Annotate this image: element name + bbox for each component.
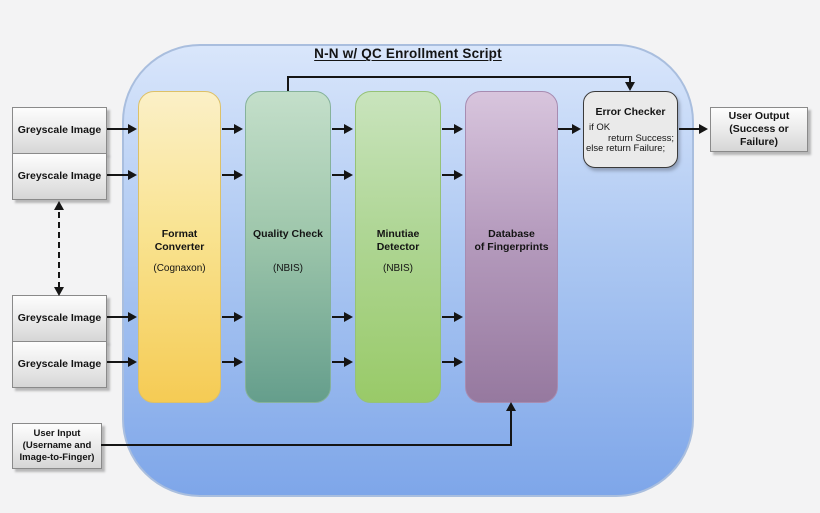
user-output-text: User Output (Success or Failure) <box>711 110 807 149</box>
arrow-head-right-icon <box>344 312 353 322</box>
error-checker-line3: else return Failure; <box>586 143 666 155</box>
database-column: Database of Fingerprints <box>465 91 558 403</box>
arrow-head-right-icon <box>699 124 708 134</box>
arrow-head-right-icon <box>454 124 463 134</box>
error-checker-code: if OK return Success; else return Failur… <box>584 122 677 155</box>
user-output-box: User Output (Success or Failure) <box>710 107 808 152</box>
arrow-line <box>442 361 455 363</box>
minutiae-detector-label: Minutiae Detector <box>356 228 440 254</box>
arrow-head-right-icon <box>128 357 137 367</box>
column-name: Quality Check <box>252 228 324 240</box>
arrow-line <box>442 316 455 318</box>
column-name: Format Converter <box>154 228 205 254</box>
diagram-title: N-N w/ QC Enrollment Script <box>314 46 502 61</box>
column-name-line2: of Fingerprints <box>474 241 549 254</box>
greyscale-image-box-1: Greyscale Image <box>12 107 107 154</box>
arrow-head-right-icon <box>344 170 353 180</box>
arrow-line <box>222 174 235 176</box>
arrow-line <box>222 316 235 318</box>
error-checker-line1: if OK <box>589 122 611 133</box>
arrow-head-right-icon <box>234 312 243 322</box>
feedback-line-up <box>287 77 289 91</box>
format-converter-sublabel: (Cognaxon) <box>153 263 206 274</box>
arrow-line <box>107 316 129 318</box>
greyscale-image-box-4: Greyscale Image <box>12 341 107 388</box>
arrow-line <box>332 128 345 130</box>
arrow-line <box>107 174 129 176</box>
user-input-line1: User Input <box>33 428 81 440</box>
arrow-head-right-icon <box>234 124 243 134</box>
user-input-line-up <box>510 411 512 446</box>
arrow-head-right-icon <box>454 312 463 322</box>
arrow-head-right-icon <box>454 357 463 367</box>
arrow-line <box>679 128 700 130</box>
user-input-box: User Input (Username and Image-to-Finger… <box>12 423 102 469</box>
arrow-line <box>107 361 129 363</box>
user-output-line2: (Success or Failure) <box>729 122 789 149</box>
quality-check-column: Quality Check (NBIS) <box>245 91 331 403</box>
arrow-line <box>442 128 455 130</box>
dashed-connector-line <box>58 212 60 288</box>
arrow-head-right-icon <box>234 357 243 367</box>
user-input-line3: Image-to-Finger) <box>19 451 95 463</box>
error-checker-line2: return Success; <box>608 132 674 144</box>
arrow-line <box>332 361 345 363</box>
arrow-line <box>442 174 455 176</box>
quality-check-sublabel: (NBIS) <box>273 263 303 274</box>
column-name: Database <box>488 228 535 240</box>
arrow-line <box>222 128 235 130</box>
error-checker-title: Error Checker <box>595 106 666 118</box>
arrow-head-right-icon <box>344 124 353 134</box>
arrow-head-down-icon <box>625 82 635 91</box>
arrow-line <box>107 128 129 130</box>
greyscale-image-box-2: Greyscale Image <box>12 153 107 200</box>
arrow-head-down-icon <box>54 287 64 296</box>
arrow-head-right-icon <box>572 124 581 134</box>
arrow-head-right-icon <box>128 312 137 322</box>
user-input-text: User Input (Username and Image-to-Finger… <box>20 428 95 464</box>
arrow-head-right-icon <box>128 124 137 134</box>
arrow-head-up-icon <box>506 402 516 411</box>
minutiae-detector-column: Minutiae Detector (NBIS) <box>355 91 441 403</box>
database-label: Database of Fingerprints <box>466 228 557 254</box>
arrow-head-right-icon <box>454 170 463 180</box>
column-name: Minutiae Detector <box>376 228 420 254</box>
feedback-line-down <box>629 77 631 83</box>
arrow-head-right-icon <box>234 170 243 180</box>
user-input-line2: (Username and <box>22 440 92 452</box>
error-checker-box: Error Checker if OK return Success; else… <box>583 91 678 168</box>
format-converter-column: Format Converter (Cognaxon) <box>138 91 221 403</box>
user-output-line1: User Output <box>728 109 790 122</box>
arrow-head-up-icon <box>54 201 64 210</box>
arrow-line <box>332 316 345 318</box>
arrow-line <box>222 361 235 363</box>
arrow-head-right-icon <box>128 170 137 180</box>
quality-check-label: Quality Check <box>246 228 330 241</box>
format-converter-label: Format Converter <box>139 228 220 254</box>
arrow-line <box>558 128 573 130</box>
minutiae-detector-sublabel: (NBIS) <box>383 263 413 274</box>
greyscale-image-box-3: Greyscale Image <box>12 295 107 342</box>
feedback-line-across <box>287 76 631 78</box>
arrow-head-right-icon <box>344 357 353 367</box>
arrow-line <box>332 174 345 176</box>
user-input-line-across <box>101 444 512 446</box>
